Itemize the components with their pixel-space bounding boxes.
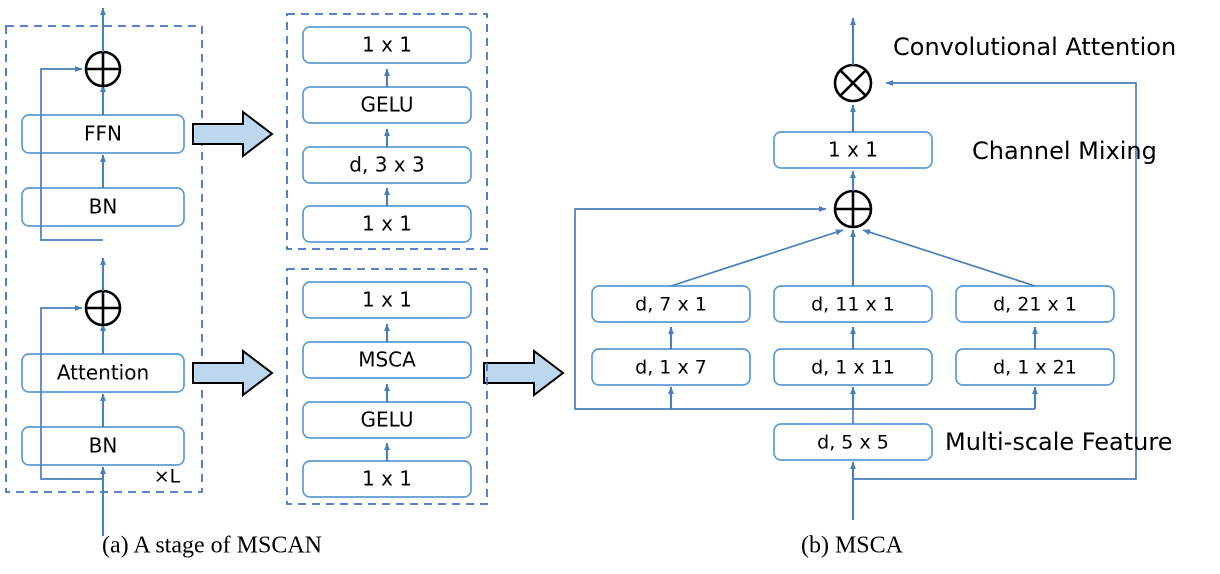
channel-mixing-label: Channel Mixing — [972, 137, 1157, 165]
panel-a-repeat-label: ×L — [154, 466, 181, 488]
ffn-block-conv1x1-bottom-label: 1 x 1 — [362, 212, 412, 236]
panel-ffn-expansion: 1 x 1 d, 3 x 3 GELU 1 x 1 — [286, 13, 488, 250]
ffn-block-conv1x1-top-box[interactable] — [302, 26, 472, 64]
panel-b-block-dwconv21x1-label: d, 21 x 1 — [993, 294, 1077, 316]
ffn-block-conv1x1-top[interactable]: 1 x 1 — [302, 26, 472, 64]
panel-b-block-dwconv7x1-label: d, 7 x 1 — [635, 294, 707, 316]
multi-scale-feature-label: Multi-scale Feature — [945, 428, 1172, 456]
attn-block-gelu-label: GELU — [361, 408, 414, 432]
panel-b-bus-left — [671, 408, 854, 424]
panel-a-block-attention-label: Attention — [57, 361, 149, 385]
element-wise-multiply-cross — [839, 69, 867, 97]
panel-b-block-dwconv1x11[interactable]: d, 1 x 11 — [773, 348, 933, 386]
panel-a-block-attention[interactable]: Attention — [21, 353, 185, 393]
block-arrow-icon — [483, 348, 565, 398]
panel-b-block-dwconv11x1[interactable]: d, 11 x 1 — [773, 285, 933, 323]
panel-a-block-bn-lower[interactable]: BN — [21, 426, 185, 466]
ffn-block-conv1x1-bottom[interactable]: 1 x 1 — [302, 205, 472, 243]
panel-b-block-dwconv21x1[interactable]: d, 21 x 1 — [955, 285, 1115, 323]
ffn-block-gelu-label: GELU — [361, 93, 414, 117]
expansion-arrow-attention — [192, 348, 274, 398]
panel-b-operator-multiply — [833, 63, 873, 103]
attn-block-gelu[interactable]: GELU — [302, 401, 472, 439]
panel-a-block-bn-lower-label: BN — [89, 434, 118, 458]
expansion-arrow-msca — [483, 348, 565, 398]
element-wise-add-cross — [835, 191, 871, 227]
panel-b-block-dwconv1x11-label: d, 1 x 11 — [811, 357, 895, 379]
panel-b-merge-branch1 — [670, 229, 844, 287]
panel-attention-expansion-dashed-border — [286, 268, 488, 505]
panel-b-identity-skip — [574, 205, 827, 410]
panel-b-attention-branch-line — [853, 80, 1137, 480]
ffn-block-dwconv3x3-label: d, 3 x 3 — [349, 153, 424, 177]
panel-b-merge-branch3 — [862, 229, 1036, 287]
element-wise-add-cross — [86, 291, 120, 325]
panel-a-block-ffn[interactable]: FFN — [21, 114, 185, 154]
panel-b-block-dwconv1x7[interactable]: d, 1 x 7 — [591, 348, 751, 386]
block-arrow-icon — [192, 348, 274, 398]
panel-b-block-conv1x1-label: 1 x 1 — [828, 138, 878, 162]
panel-b-block-dwconv1x21[interactable]: d, 1 x 21 — [955, 348, 1115, 386]
panel-a-residual-lower — [40, 304, 103, 480]
panel-b-operator-add — [833, 189, 873, 229]
panel-b-block-dwconv1x7-label: d, 1 x 7 — [635, 357, 707, 379]
ffn-block-dwconv3x3[interactable]: d, 3 x 3 — [302, 146, 472, 184]
panel-attention-expansion: 1 x 1 GELU MSCA 1 x 1 — [286, 268, 488, 505]
panel-b-block-dwconv5x5[interactable]: d, 5 x 5 — [773, 423, 933, 461]
attn-block-conv1x1-bottom-label: 1 x 1 — [362, 467, 412, 491]
attn-block-conv1x1-bottom[interactable]: 1 x 1 — [302, 460, 472, 498]
attn-block-msca-label: MSCA — [358, 348, 416, 372]
attn-block-conv1x1-top-box[interactable] — [302, 281, 472, 319]
panel-b-msca: d, 5 x 5 d, 1 x 7 d, 1 x 11 d, 1 x 21 — [574, 17, 1176, 520]
attn-block-msca[interactable]: MSCA — [302, 341, 472, 379]
caption-panel-b: (b) MSCA — [801, 533, 904, 559]
attn-block-conv1x1-top-label: 1 x 1 — [362, 288, 412, 312]
ffn-block-gelu[interactable]: GELU — [302, 86, 472, 124]
panel-b-block-conv1x1[interactable]: 1 x 1 — [773, 131, 933, 169]
expansion-arrow-ffn — [192, 109, 274, 159]
element-wise-add-cross — [86, 52, 120, 86]
panel-a-stage-of-mscan: BN Attention BN FFN — [5, 7, 203, 536]
block-arrow-icon — [192, 109, 274, 159]
panel-b-block-dwconv11x1-label: d, 11 x 1 — [811, 294, 895, 316]
panel-a-operator-add-upper — [84, 50, 122, 88]
panel-a-block-ffn-label: FFN — [84, 122, 122, 146]
panel-ffn-expansion-dashed-border — [286, 13, 488, 250]
panel-a-block-bn-upper-label: BN — [89, 195, 118, 219]
panel-b-block-dwconv5x5-label: d, 5 x 5 — [817, 432, 889, 454]
panel-a-block-bn-upper[interactable]: BN — [21, 187, 185, 227]
panel-a-operator-add-lower — [84, 289, 122, 327]
convolutional-attention-label: Convolutional Attention — [893, 33, 1176, 61]
panel-b-block-dwconv1x21-label: d, 1 x 21 — [993, 357, 1077, 379]
ffn-block-conv1x1-top-label: 1 x 1 — [362, 33, 412, 57]
panel-a-residual-upper — [40, 65, 103, 241]
attn-block-conv1x1-top[interactable]: 1 x 1 — [302, 281, 472, 319]
caption-panel-a: (a) A stage of MSCAN — [102, 533, 322, 559]
panel-b-block-dwconv7x1[interactable]: d, 7 x 1 — [591, 285, 751, 323]
